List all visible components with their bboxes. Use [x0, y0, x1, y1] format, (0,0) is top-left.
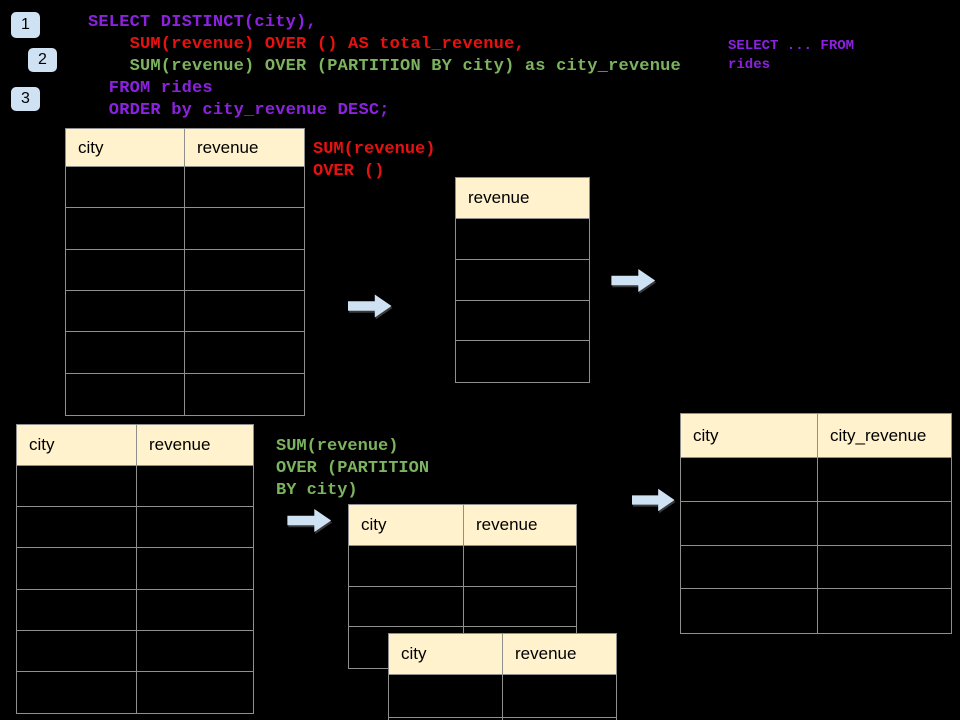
code-line: SELECT DISTINCT(city), — [88, 13, 317, 32]
empty-cell — [818, 501, 951, 546]
empty-cell — [349, 546, 464, 587]
code-line: SUM(revenue) OVER () AS total_revenue, — [88, 35, 525, 54]
empty-cell — [185, 167, 304, 209]
column-header-revenue: revenue — [503, 634, 616, 675]
empty-cell — [503, 717, 616, 720]
empty-cell — [818, 458, 951, 502]
empty-cell — [503, 675, 616, 718]
code-line: SELECT ... FROM — [728, 38, 855, 54]
empty-cell — [66, 167, 185, 209]
empty-cell — [349, 586, 464, 628]
empty-cell — [456, 341, 589, 382]
empty-cell — [464, 586, 576, 628]
empty-cell — [681, 458, 818, 502]
code-line: OVER (PARTITION — [276, 459, 430, 478]
empty-cell — [185, 373, 304, 415]
empty-cell — [818, 589, 951, 633]
code-line: OVER () — [313, 162, 385, 181]
empty-cell — [17, 548, 137, 590]
column-header-revenue: revenue — [137, 425, 253, 466]
step-badge-1: 1 — [11, 12, 40, 38]
empty-cell — [66, 373, 185, 415]
flow-arrow-icon — [632, 488, 675, 512]
sql-code-block: SELECT DISTINCT(city), SUM(revenue) OVER… — [88, 12, 681, 122]
empty-cell — [681, 501, 818, 546]
empty-cell — [137, 466, 253, 508]
empty-cell — [456, 300, 589, 342]
column-header-revenue: revenue — [456, 178, 589, 219]
empty-cell — [66, 208, 185, 250]
empty-cell — [185, 332, 304, 374]
column-header-revenue: revenue — [185, 129, 304, 167]
empty-cell — [137, 630, 253, 672]
empty-cell — [17, 589, 137, 631]
empty-cell — [185, 290, 304, 333]
flow-arrow-icon — [611, 268, 656, 293]
empty-cell — [818, 545, 951, 590]
empty-cell — [389, 717, 503, 720]
code-line: FROM rides — [88, 79, 213, 98]
code-line: BY city) — [276, 481, 358, 500]
empty-cell — [389, 675, 503, 718]
empty-cell — [681, 545, 818, 590]
empty-cell — [137, 671, 253, 713]
empty-cell — [17, 466, 137, 508]
empty-cell — [66, 249, 185, 291]
empty-cell — [17, 671, 137, 713]
column-header-city: city — [349, 505, 464, 546]
empty-cell — [185, 208, 304, 250]
empty-cell — [66, 290, 185, 333]
empty-cell — [137, 548, 253, 590]
table-total-revenue-result: revenue — [455, 177, 590, 383]
empty-cell — [137, 507, 253, 549]
side-note-select-from-rides: SELECT ... FROM rides — [728, 37, 854, 75]
step-badge-3: 3 — [11, 87, 40, 111]
code-line: SUM(revenue) — [313, 140, 436, 159]
empty-cell — [185, 249, 304, 291]
empty-cell — [17, 507, 137, 549]
column-header-city: city — [681, 414, 818, 458]
empty-cell — [681, 589, 818, 633]
column-header-city: city — [66, 129, 185, 167]
empty-cell — [464, 546, 576, 587]
code-line: ORDER by city_revenue DESC; — [88, 101, 390, 120]
column-header-city: city — [389, 634, 503, 675]
empty-cell — [66, 332, 185, 374]
annotation-sum-over-partition: SUM(revenue) OVER (PARTITION BY city) — [276, 436, 429, 502]
flow-arrow-icon — [287, 508, 332, 533]
empty-cell — [17, 630, 137, 672]
annotation-sum-over-total: SUM(revenue) OVER () — [313, 139, 435, 183]
code-line: SUM(revenue) — [276, 437, 399, 456]
empty-cell — [456, 219, 589, 260]
column-header-revenue: revenue — [464, 505, 576, 546]
empty-cell — [137, 589, 253, 631]
code-line: rides — [728, 57, 771, 73]
flow-arrow-icon — [348, 294, 392, 318]
column-header-city: city — [17, 425, 137, 466]
code-line: SUM(revenue) OVER (PARTITION BY city) as… — [88, 57, 681, 76]
step-badge-2: 2 — [28, 48, 57, 72]
column-header-city_revenue: city_revenue — [818, 414, 951, 458]
empty-cell — [456, 259, 589, 301]
